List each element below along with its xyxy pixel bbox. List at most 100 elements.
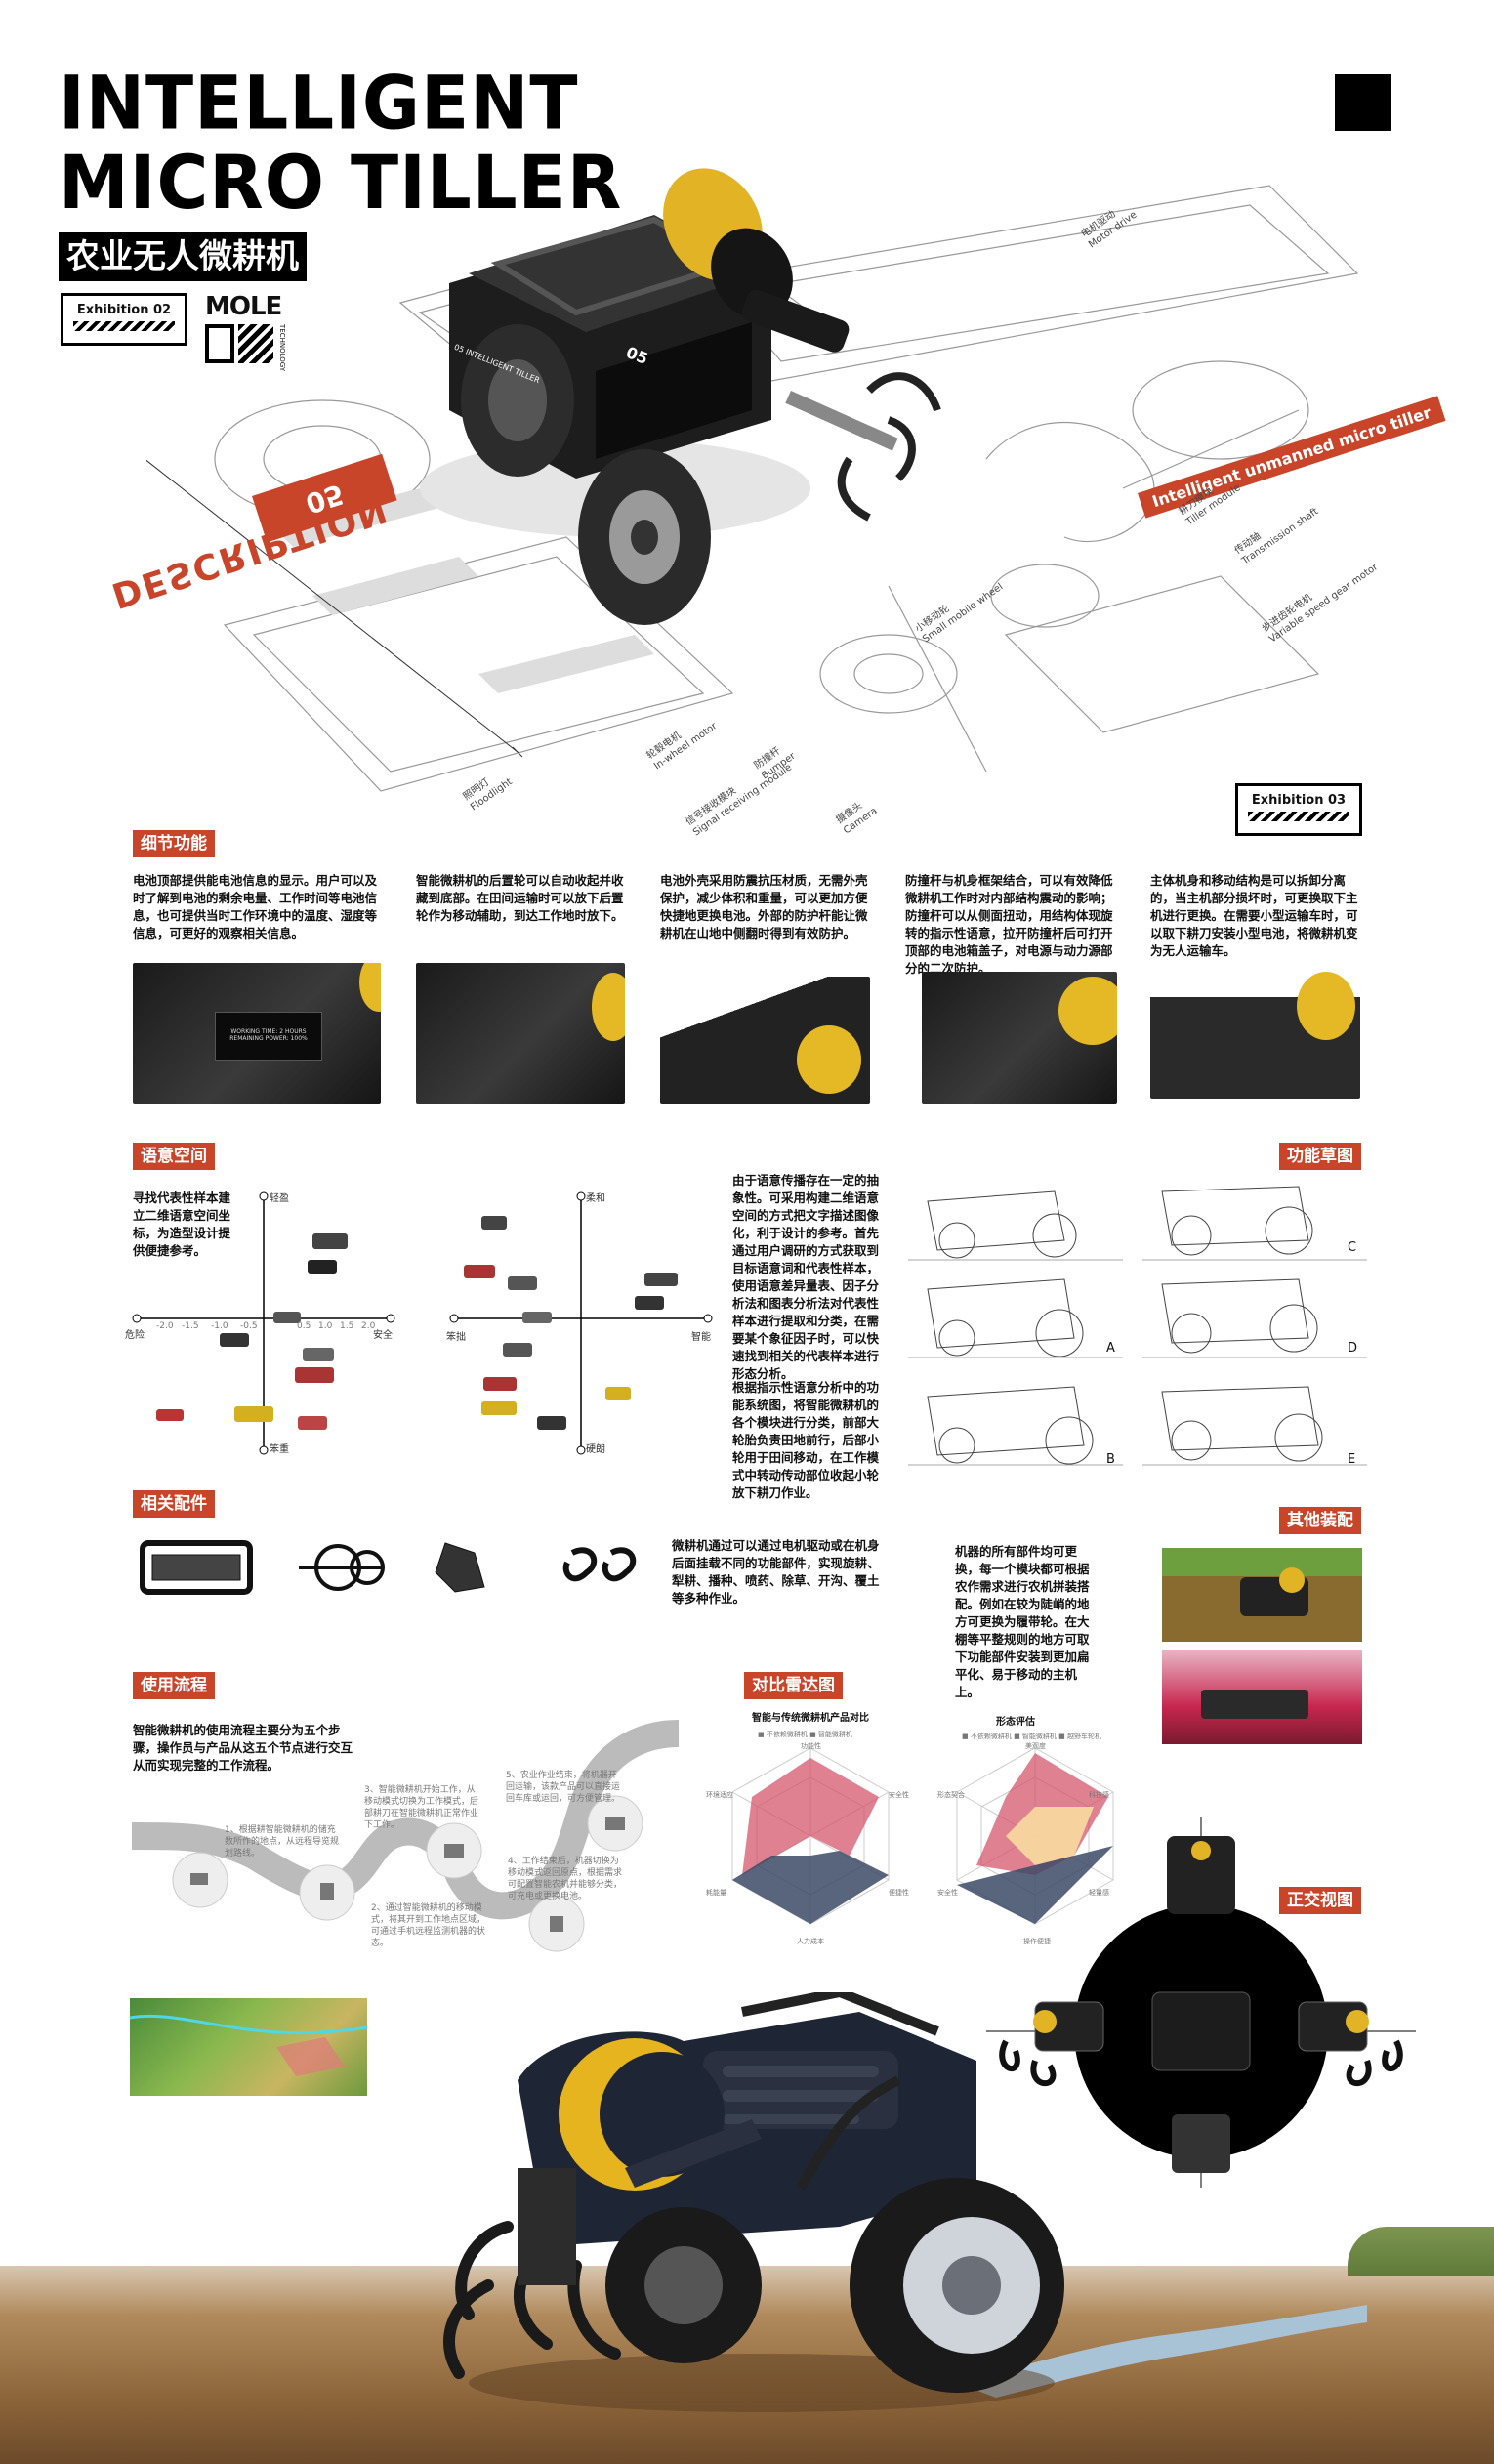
radar-2-series-traditional (957, 1846, 1113, 1924)
radar-1-series-smart (742, 1758, 879, 1875)
radar-1-axis-5: 耗能量 (706, 1889, 726, 1897)
section-heading-process: 使用流程 (133, 1672, 215, 1699)
sketch-label-a: A (1106, 1341, 1115, 1356)
semantic-samples (156, 1233, 348, 1430)
exhibition-label: Exhibition 02 (76, 303, 172, 317)
radar-1-axis-3: 便捷性 (889, 1889, 909, 1897)
assembly-text: 机器的所有部件均可更换，每一个模块都可根据农作需求进行农机拼装搭配。例如在较为陡… (955, 1544, 1090, 1699)
radar-2-series-offroad (1006, 1807, 1094, 1865)
chart1-bottom-label: 笨重 (270, 1444, 289, 1455)
process-intro: 智能微耕机的使用流程主要分为五个步骤，操作员与产品从这五个节点进行交互从而实现完… (133, 1723, 353, 1773)
detail-text-5: 主体机身和移动结构是可以拆卸分离的，当主机部分损坏时，可更换取下主机进行更换。在… (1150, 873, 1358, 958)
page-title: INTELLIGENT MICRO TILLER (59, 63, 622, 223)
exhibition-label: Exhibition 03 (1251, 793, 1347, 808)
process-step-4: 4、工作结束后，机器切换为移动模式返回原点，根据需求可配置智能农机并能够分类，可… (508, 1857, 623, 1901)
radar-2-axis-6: 形态契合 (937, 1791, 965, 1799)
semantic-text-1: 由于语意传播存在一定的抽象性。可采用构建二维语意空间的方式把文字描述图像化，利于… (732, 1173, 880, 1381)
detail-photo-tiller (1150, 972, 1360, 1099)
detail-photo-bumper (922, 972, 1117, 1104)
radar-1-series-traditional (732, 1851, 889, 1924)
process-step-5: 5、农业作业结束，将机器开回运输，该款产品可以直接运回车库或运回，可方便管理。 (506, 1771, 621, 1804)
section-heading-details: 细节功能 (133, 830, 215, 857)
radar-2-legend: ■ 不依赖微耕机 ■ 智能微耕机 ■ 越野车轮机 (962, 1733, 1101, 1740)
radar-chart-2-title: 形态评估 (996, 1717, 1035, 1728)
process-step-1: 1、根据耕智能微耕机的储充数所作的地点，从远程导览规划路线。 (225, 1825, 340, 1858)
detail-photo-battery-display: WORKING TIME: 2 HOURS REMAINING POWER: 1… (133, 963, 381, 1104)
brand-name: MOLE (205, 292, 282, 321)
brand-logo: MOLE TECHNOLOGY (205, 293, 299, 371)
radar-2-axis-5: 安全性 (937, 1889, 958, 1897)
radar-charts (731, 1747, 1114, 1925)
exhibition-badge-left: Exhibition 02 (61, 293, 187, 346)
stripe-pattern (1248, 812, 1349, 821)
radar-1-axis-2: 安全性 (889, 1791, 909, 1799)
brand-sub: TECHNOLOGY (278, 324, 286, 372)
process-step-3: 3、智能微耕机开始工作，从移动模式切换为工作模式，后部耕刀在智能微耕机正常作业下… (364, 1785, 479, 1830)
sketch-label-b: B (1106, 1452, 1115, 1467)
radar-1-axis-6: 环境适应 (706, 1791, 733, 1799)
semantic-chart-2 (449, 1191, 713, 1455)
process-step-2: 2、通过智能微耕机的移动模式，将其开到工作地点区域，可通过手机远程监测机器的状态… (371, 1903, 486, 1948)
radar-chart-1-title: 智能与传统微耕机产品对比 (752, 1713, 869, 1724)
function-sketches (908, 1186, 1367, 1466)
chart2-left-label: 笨拙 (446, 1332, 466, 1343)
semantic-samples (464, 1216, 678, 1430)
brand-mark-icon (205, 324, 234, 363)
detail-text-2: 智能微耕机的后置轮可以自动收起并收藏到底部。在田间运输时可以放下后置轮作为移动辅… (416, 873, 624, 923)
chart1-top-label: 轻盈 (270, 1193, 289, 1204)
semantic-intro: 寻找代表性样本建立二维语意空间坐标，为造型设计提供便捷参考。 (133, 1190, 231, 1258)
tread-strips (273, 488, 654, 693)
process-flow-path (131, 1720, 680, 1952)
sketch-label-d: D (1348, 1341, 1358, 1356)
assembly-photo-transport (1162, 1650, 1362, 1744)
section-heading-accessories: 相关配件 (133, 1490, 215, 1518)
exhibition-badge-right: Exhibition 03 (1235, 783, 1362, 836)
section-heading-assembly: 其他装配 (1279, 1507, 1361, 1534)
section-heading-semantic: 语意空间 (133, 1143, 215, 1170)
distant-trees (1348, 2227, 1494, 2276)
sketch-label-c: C (1348, 1240, 1357, 1255)
section-heading-ortho: 正交视图 (1279, 1887, 1361, 1914)
section-heading-radar: 对比雷达图 (744, 1672, 843, 1699)
tiller-render-hero-bottom (443, 1992, 1064, 2412)
sketch-label-e: E (1348, 1452, 1356, 1467)
chart2-right-label: 智能 (691, 1332, 711, 1343)
title-line-1: INTELLIGENT (59, 59, 579, 146)
radar-2-axis-4: 操作便捷 (1023, 1938, 1051, 1945)
stream (957, 2305, 1367, 2398)
detail-text-4: 防撞杆与机身框架结合，可以有效降低微耕机工作时对内部结构震动的影响；防撞杆可以从… (905, 873, 1113, 976)
detail-photo-battery-case (660, 977, 870, 1104)
detail-photo-rear-wheel (416, 963, 625, 1104)
battery-display: WORKING TIME: 2 HOURS REMAINING POWER: 1… (215, 1012, 322, 1061)
detail-text-1: 电池顶部提供能电池信息的显示。用户可以及时了解到电池的剩余电量、工作时间等电池信… (133, 873, 378, 940)
radar-1-axis-1: 功能性 (801, 1742, 821, 1750)
semantic-chart-1 (132, 1191, 395, 1455)
radar-1-legend: ■ 不依赖微耕机 ■ 智能微耕机 (758, 1731, 852, 1738)
chart2-top-label: 柔和 (586, 1193, 605, 1204)
radar-2-axis-3: 轻量感 (1089, 1889, 1109, 1897)
hero-illustration: 05 (146, 168, 1359, 792)
title-line-2: MICRO TILLER (59, 139, 623, 227)
brand-stripe-icon (238, 324, 273, 363)
semantic-text-2: 根据指示性语意分析中的功能系统图，将智能微耕机的各个模块进行分类，前部大轮胎负责… (732, 1380, 880, 1500)
subtitle-cn: 农业无人微耕机 (59, 232, 307, 281)
radar-1-axis-4: 人力成本 (797, 1938, 824, 1945)
chart1-right-label: 安全 (373, 1330, 393, 1341)
field-map-image (130, 1998, 367, 2096)
tiller-render (420, 168, 941, 625)
battery-label-2: REMAINING POWER: 100% (229, 1035, 308, 1042)
detail-text-3: 电池外壳采用防震抗压材质，无需外壳保护，减少体积和重量，可以更加方便快捷地更换电… (660, 873, 868, 940)
radar-2-axis-1: 美观度 (1025, 1742, 1046, 1750)
battery-label-1: WORKING TIME: 2 HOURS (230, 1028, 307, 1035)
section-heading-sketch: 功能草图 (1279, 1143, 1361, 1170)
chart1-left-label: 危险 (125, 1330, 145, 1341)
accessories-text: 微耕机通过可以通过电机驱动或在机身后面挂载不同的功能部件，实现旋耕、犁耕、播种、… (672, 1538, 880, 1606)
chart2-bottom-label: 硬朗 (586, 1444, 605, 1455)
stripe-pattern (73, 321, 175, 331)
orthographic-view (986, 1817, 1416, 2188)
corner-square-icon (1335, 74, 1391, 131)
assembly-photo-field (1162, 1548, 1362, 1642)
accessory-images (140, 1540, 637, 1595)
dimension-lines (146, 459, 523, 758)
radar-2-axis-2: 科技感 (1089, 1791, 1109, 1799)
